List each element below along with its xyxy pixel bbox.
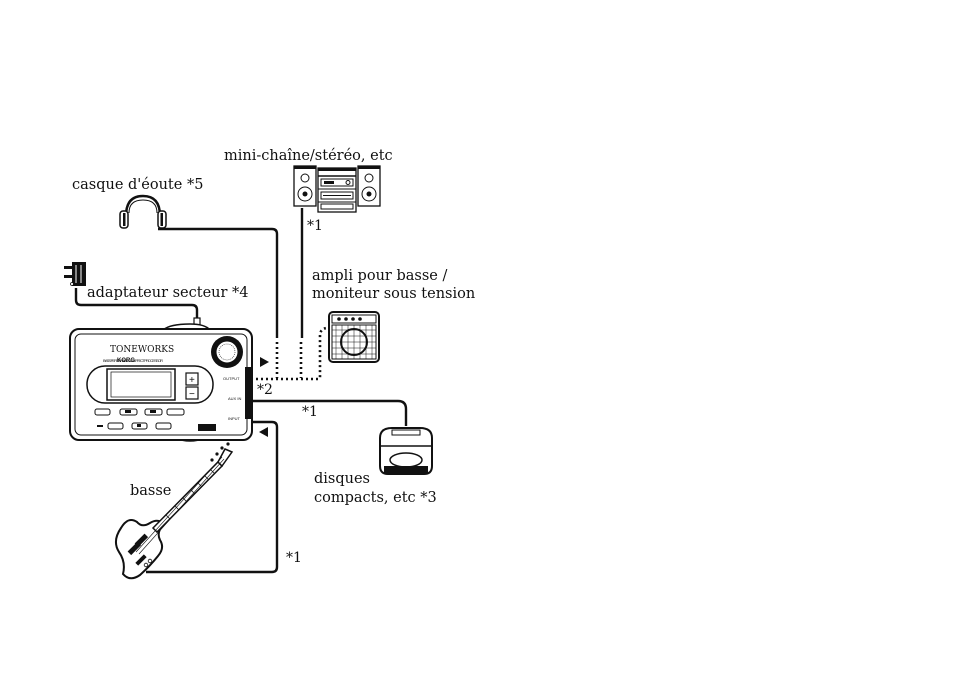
toneworks-processor: [70, 324, 252, 441]
jack-output-label: OUTPUT: [223, 376, 240, 381]
cd-label-line1: disques: [314, 471, 370, 487]
cd-cable-note: *1: [302, 404, 318, 420]
stereo-label: mini-chaîne/stéréo, etc: [224, 148, 393, 164]
cd-label-line2: compacts, etc *3: [314, 490, 437, 506]
headphones-icon: [120, 196, 166, 228]
jack-aux-label: AUX IN: [228, 396, 241, 401]
input-arrow-icon: [259, 427, 268, 437]
amp-cable-dotted: [251, 328, 332, 379]
output-note: *2: [257, 382, 273, 398]
stereo-system-icon: [294, 166, 380, 212]
headphones-cable: [158, 229, 277, 338]
output-arrow-icon: [260, 357, 269, 367]
amp-label-line1: ampli pour basse /: [312, 268, 447, 284]
bass-label: basse: [130, 483, 171, 499]
device-brand: TONEWORKS: [110, 345, 174, 355]
bass-guitar-icon: [116, 442, 232, 578]
amp-label-line2: moniteur sous tension: [312, 286, 475, 302]
bass-amp-icon: [329, 312, 379, 362]
bass-cable-note: *1: [286, 550, 302, 566]
cd-player-icon: [380, 428, 432, 474]
adapter-label: adaptateur secteur *4: [87, 285, 249, 301]
stereo-cable-note: *1: [307, 218, 323, 234]
device-model: BASS PERSONAL MULTI EFFECT PROCESSOR: [103, 358, 163, 363]
minus-label: −: [189, 389, 195, 400]
jack-input-label: INPUT: [228, 416, 241, 421]
headphones-label: casque d'éoute *5: [72, 177, 203, 193]
plus-label: +: [189, 375, 195, 386]
